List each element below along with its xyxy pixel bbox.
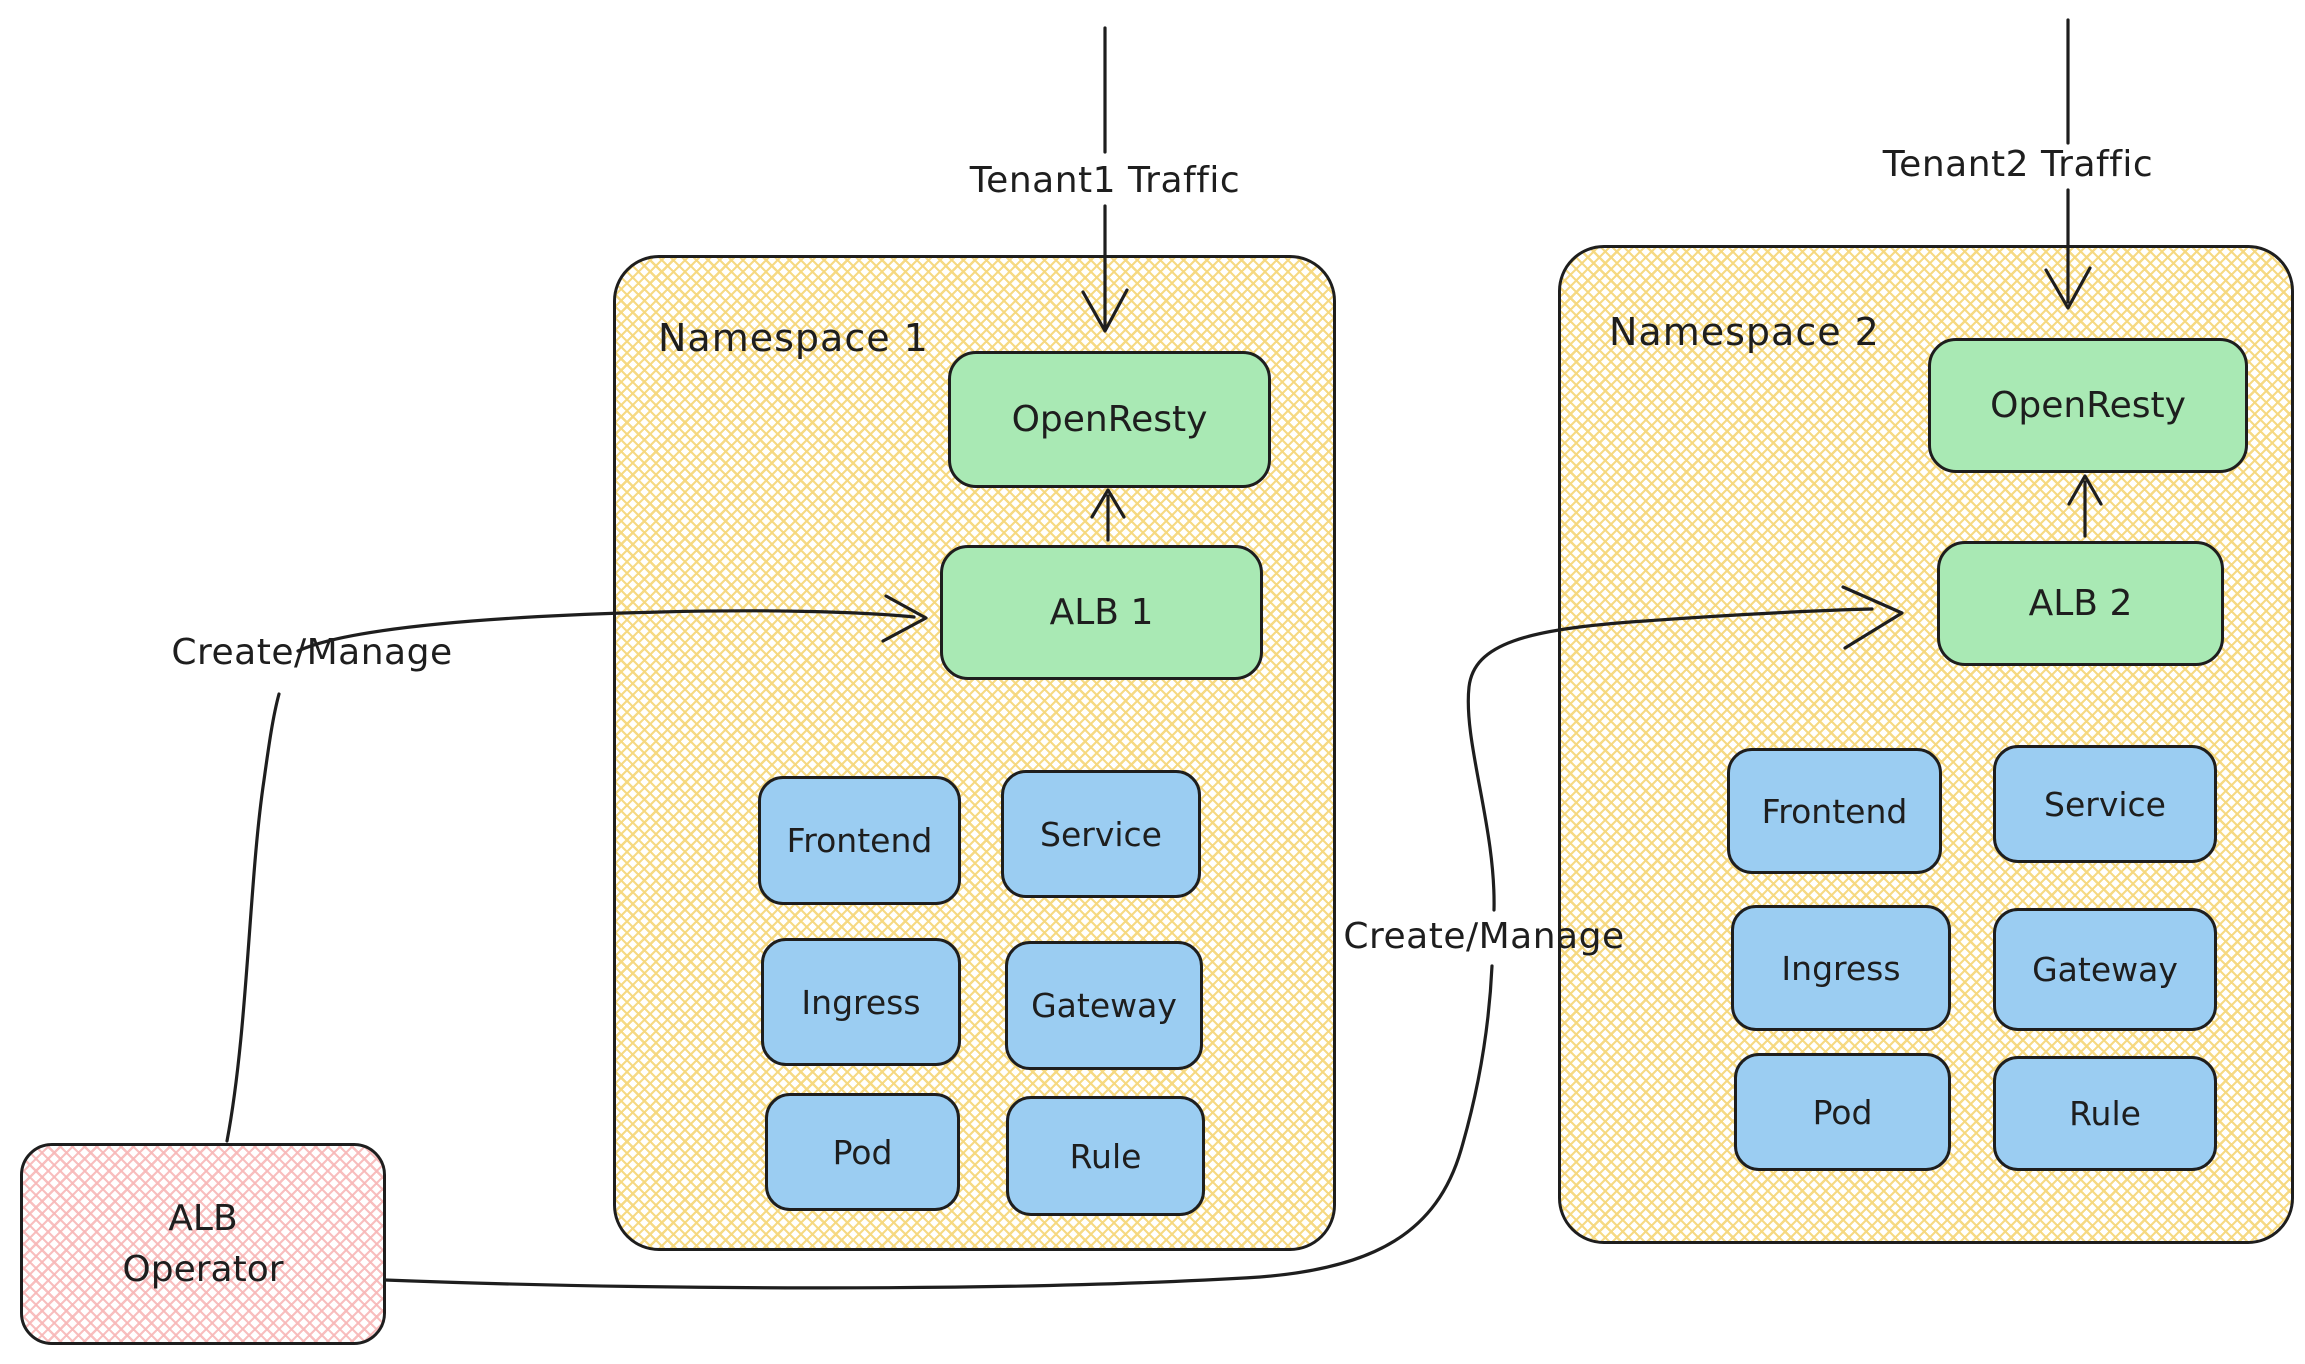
openresty-1-node: OpenResty xyxy=(948,351,1271,488)
resource-ingress-ns2: Ingress xyxy=(1731,905,1951,1031)
tenant1-traffic-label: Tenant1 Traffic xyxy=(969,160,1241,201)
resource-pod-ns2: Pod xyxy=(1734,1053,1951,1171)
alb-2-node: ALB 2 xyxy=(1937,541,2224,666)
create-manage-label-left: Create/Manage xyxy=(171,632,453,673)
resource-gateway-ns1: Gateway xyxy=(1005,941,1203,1070)
namespace-1-box: Namespace 1 OpenResty ALB 1 Frontend Ser… xyxy=(613,255,1336,1251)
openresty-2-node: OpenResty xyxy=(1928,338,2248,473)
namespace-1-title: Namespace 1 xyxy=(658,316,929,360)
resource-gateway-ns2: Gateway xyxy=(1993,908,2217,1031)
resource-service-ns2: Service xyxy=(1993,745,2217,863)
alb-operator-node: ALB Operator xyxy=(20,1143,386,1345)
resource-ingress-ns1: Ingress xyxy=(761,938,961,1066)
namespace-2-title: Namespace 2 xyxy=(1609,310,1880,354)
alb-operator-label-line2: Operator xyxy=(122,1249,284,1290)
namespace-2-box: Namespace 2 OpenResty ALB 2 Frontend Ser… xyxy=(1558,245,2294,1244)
resource-pod-ns1: Pod xyxy=(765,1093,960,1211)
resource-frontend-ns1: Frontend xyxy=(758,776,961,905)
alb-operator-label-line1: ALB xyxy=(168,1197,238,1239)
create-manage-label-right: Create/Manage xyxy=(1343,916,1625,957)
tenant2-traffic-label: Tenant2 Traffic xyxy=(1882,144,2154,185)
alb-1-node: ALB 1 xyxy=(940,545,1263,680)
resource-rule-ns2: Rule xyxy=(1993,1056,2217,1171)
resource-frontend-ns2: Frontend xyxy=(1727,748,1942,874)
resource-rule-ns1: Rule xyxy=(1006,1096,1205,1216)
resource-service-ns1: Service xyxy=(1001,770,1201,898)
